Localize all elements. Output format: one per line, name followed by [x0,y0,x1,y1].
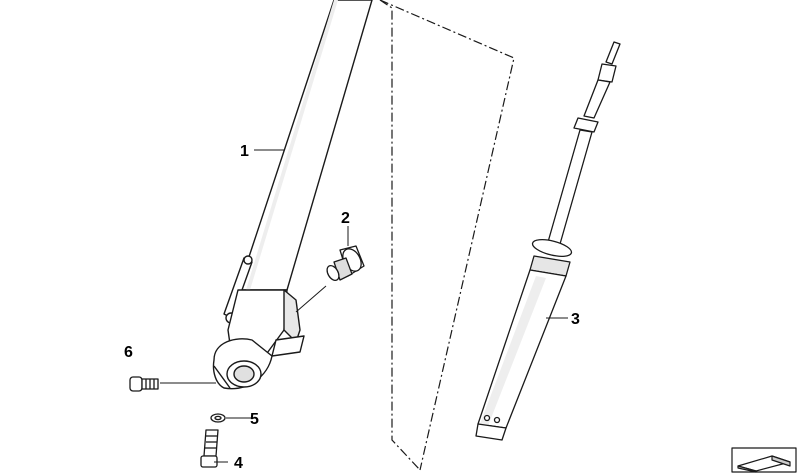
leader-line-2b [295,285,327,313]
hex-bolt-icon [200,429,219,468]
washer-icon [210,413,226,423]
leader-lines [160,149,568,463]
assembly-frame [379,0,515,471]
socket-screw-icon [129,376,159,392]
callout-6: 6 [124,344,133,361]
callout-1: 1 [240,143,249,160]
shock-absorber-icon [475,41,621,441]
callout-5: 5 [250,411,259,428]
callout-4: 4 [234,455,243,472]
folded-sheet-icon [731,447,797,473]
callout-2: 2 [341,210,350,227]
callout-labels: 1 2 3 4 5 6 [124,143,580,472]
fork-tube-icon [212,0,373,390]
callout-3: 3 [571,311,580,328]
screw-plug-icon [326,245,365,282]
